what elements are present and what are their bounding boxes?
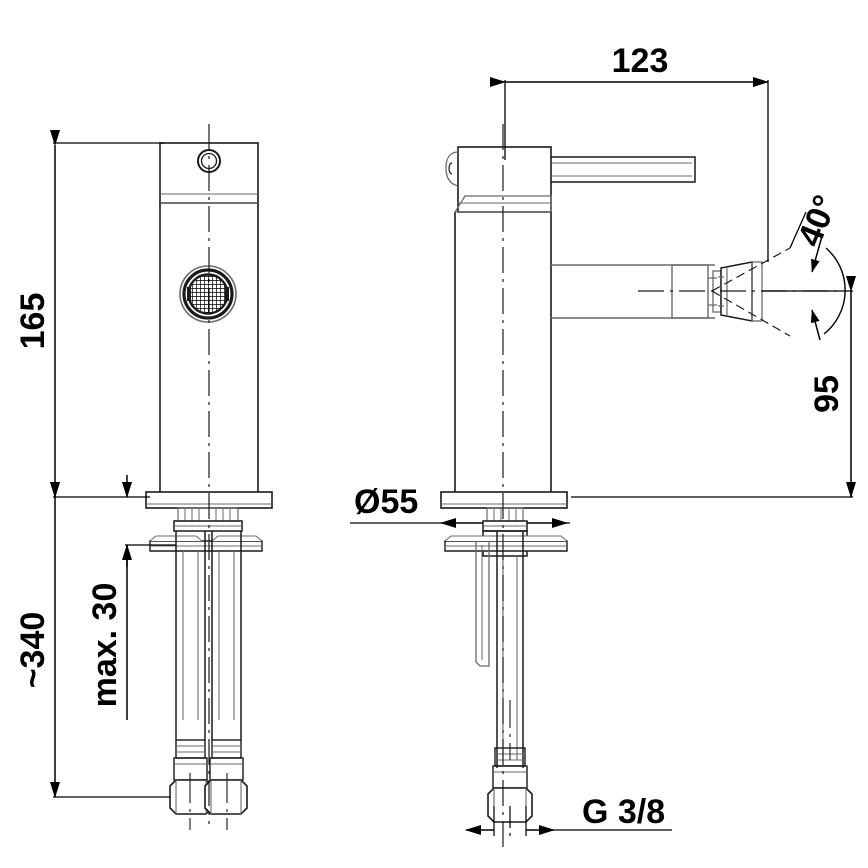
- dimension-max30-text: max. 30: [86, 583, 124, 708]
- dimension-340-text: ~340: [14, 612, 52, 689]
- dimension-165-text: 165: [14, 293, 52, 350]
- side-head-skirt: [454, 195, 552, 213]
- dimension-340: [50, 482, 170, 798]
- front-aerator-outlet: [179, 265, 237, 323]
- side-head-nose: [445, 151, 459, 187]
- side-jet-cone: [711, 247, 791, 337]
- dimension-95: [571, 276, 856, 498]
- dimension-40deg-arrow-upper: [811, 235, 823, 273]
- side-rear-tube: [475, 541, 490, 667]
- side-view-group: [440, 124, 838, 850]
- dimension-123-text: 123: [612, 42, 669, 80]
- dimension-max30: [122, 475, 176, 720]
- dimension-40deg-arrow-lower: [810, 309, 821, 341]
- dimension-95-text: 95: [808, 375, 846, 413]
- front-flexible-hoses: [175, 531, 242, 740]
- front-view-group: [145, 124, 273, 830]
- front-hex-nuts: [169, 779, 248, 815]
- dimension-40deg-leader: [789, 211, 807, 249]
- dimension-g38: [465, 806, 672, 836]
- front-body-sides: [159, 203, 259, 492]
- side-lever-handle: [551, 156, 696, 183]
- front-fixing-bracket: [149, 535, 263, 552]
- side-fixing-bracket: [444, 535, 568, 552]
- front-shank: [173, 507, 243, 532]
- dimension-123: [490, 77, 769, 262]
- dimension-165: [50, 130, 164, 498]
- dimension-g38-ext: [493, 806, 527, 836]
- dimension-g38-text: G 3/8: [582, 793, 665, 831]
- dimension-d55-text: Ø55: [354, 483, 418, 521]
